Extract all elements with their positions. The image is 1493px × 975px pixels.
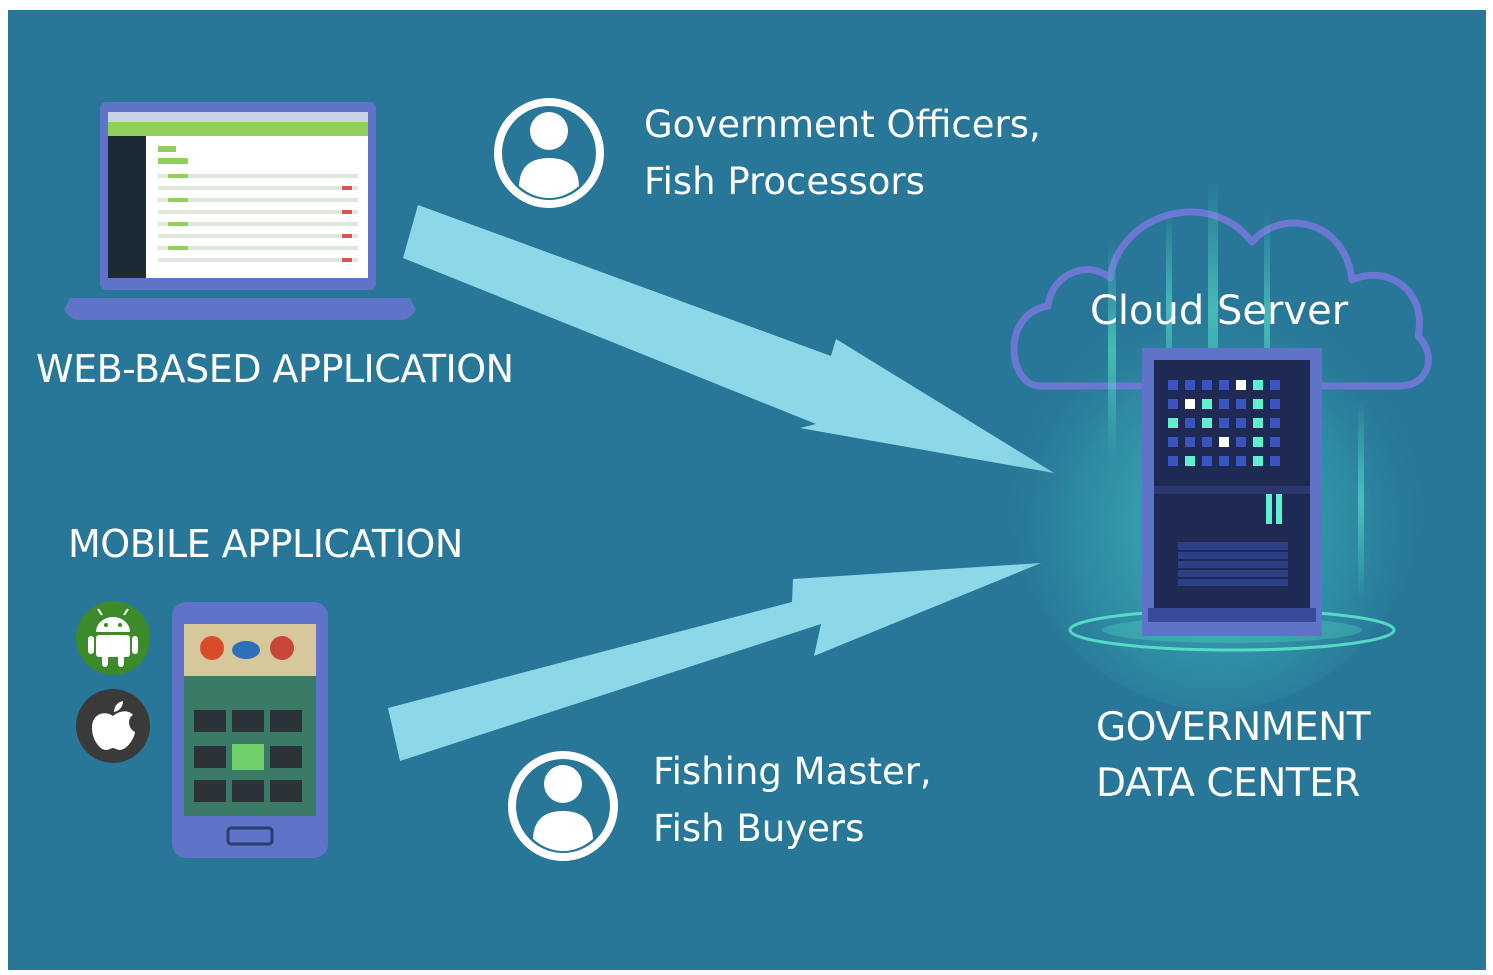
server-led bbox=[1236, 418, 1246, 428]
server-led bbox=[1202, 437, 1212, 447]
server-led bbox=[1270, 418, 1280, 428]
server-led bbox=[1270, 437, 1280, 447]
arrow-web-to-datacenter bbox=[403, 205, 1054, 473]
arrow-mobile-to-datacenter bbox=[388, 563, 1041, 761]
server-led bbox=[1202, 399, 1212, 409]
diagram-graphics bbox=[64, 98, 1432, 861]
server-led bbox=[1168, 380, 1178, 390]
server-led bbox=[1253, 380, 1263, 390]
server-led bbox=[1202, 380, 1212, 390]
data-center-line-2: DATA CENTER bbox=[1096, 761, 1360, 806]
mobile-users-line-2: Fish Buyers bbox=[653, 807, 865, 850]
server-led bbox=[1168, 418, 1178, 428]
android-icon bbox=[76, 601, 150, 675]
server-led bbox=[1236, 437, 1246, 447]
data-center-label: GOVERNMENT DATA CENTER bbox=[1096, 700, 1371, 812]
server-led bbox=[1270, 399, 1280, 409]
server-led bbox=[1168, 456, 1178, 466]
server-led bbox=[1236, 456, 1246, 466]
server-led bbox=[1185, 418, 1195, 428]
server-led bbox=[1185, 456, 1195, 466]
server-led bbox=[1236, 399, 1246, 409]
server-led bbox=[1253, 437, 1263, 447]
diagram-canvas: WEB-BASED APPLICATION MOBILE APPLICATION… bbox=[8, 10, 1486, 970]
mobile-app-label: MOBILE APPLICATION bbox=[68, 522, 463, 566]
server-led bbox=[1236, 380, 1246, 390]
server-led bbox=[1219, 380, 1229, 390]
server-led bbox=[1270, 456, 1280, 466]
server-led bbox=[1185, 380, 1195, 390]
web-users-label: Government Officers, Fish Processors bbox=[644, 96, 1041, 210]
server-led bbox=[1185, 399, 1195, 409]
web-app-label: WEB-BASED APPLICATION bbox=[36, 347, 514, 391]
web-users-line-2: Fish Processors bbox=[644, 160, 925, 203]
server-status-leds bbox=[1168, 380, 1280, 466]
data-center-line-1: GOVERNMENT bbox=[1096, 705, 1371, 750]
server-led bbox=[1219, 418, 1229, 428]
laptop-icon bbox=[64, 102, 416, 320]
server-led bbox=[1202, 418, 1212, 428]
apple-icon bbox=[76, 689, 150, 763]
user-icon-fishing-master bbox=[508, 751, 618, 861]
server-led bbox=[1168, 437, 1178, 447]
server-led bbox=[1253, 399, 1263, 409]
cloud-server-icon bbox=[1006, 180, 1432, 710]
cloud-server-label: Cloud Server bbox=[1090, 288, 1349, 334]
server-led bbox=[1168, 399, 1178, 409]
server-led bbox=[1219, 456, 1229, 466]
server-led bbox=[1219, 437, 1229, 447]
server-led bbox=[1270, 380, 1280, 390]
web-users-line-1: Government Officers, bbox=[644, 103, 1041, 146]
mobile-users-label: Fishing Master, Fish Buyers bbox=[653, 743, 932, 857]
mobile-users-line-1: Fishing Master, bbox=[653, 750, 932, 793]
server-led bbox=[1219, 399, 1229, 409]
server-led bbox=[1185, 437, 1195, 447]
tablet-icon bbox=[172, 602, 328, 858]
server-led bbox=[1253, 418, 1263, 428]
user-icon-officers bbox=[494, 98, 604, 208]
server-led bbox=[1253, 456, 1263, 466]
server-led bbox=[1202, 456, 1212, 466]
